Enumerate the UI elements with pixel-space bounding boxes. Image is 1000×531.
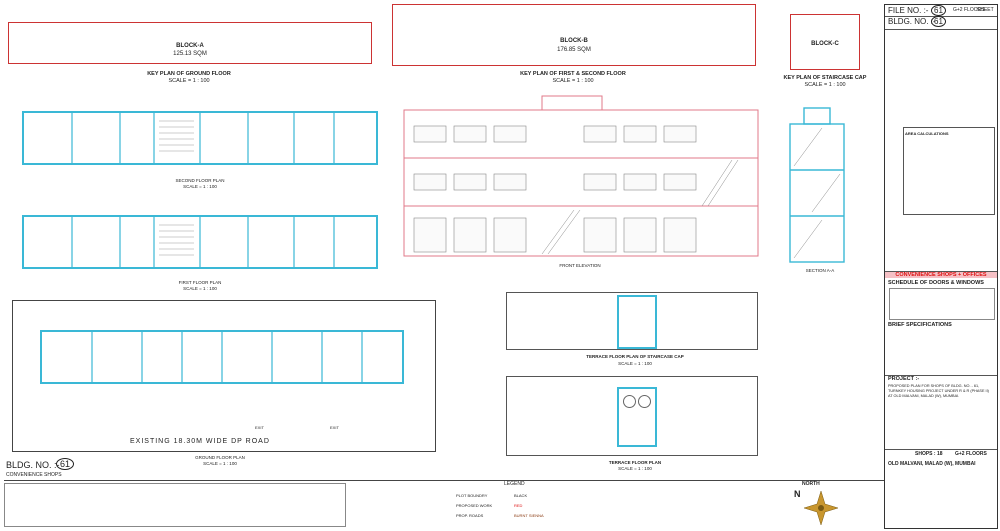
- ground-floor-plan: [40, 330, 404, 384]
- compass-icon: [804, 491, 838, 525]
- first-floor-title: FIRST FLOOR PLAN: [178, 280, 222, 285]
- exit-label-left: EXIT: [255, 425, 264, 430]
- shops-count: SHOPS : 18: [915, 451, 943, 457]
- terrace-plan: [506, 376, 758, 456]
- front-elevation-drawing: [403, 95, 759, 257]
- terrace-cap-stair: [617, 295, 657, 349]
- key-plan-first-second-floor: BLOCK-B 176.85 SQM: [392, 4, 756, 66]
- bldg-no-number: 61: [931, 16, 946, 27]
- file-number: 61: [931, 5, 946, 16]
- tank-circle-left: [623, 395, 636, 408]
- bldg-label-sub: CONVENIENCE SHOPS: [6, 472, 62, 478]
- tank-circle-right: [638, 395, 651, 408]
- bottom-strip: LEGEND PLOT BOUNDRY BLACK PROPOSED WORK …: [4, 480, 884, 528]
- schedule-table: [889, 288, 995, 320]
- key-plan-ground-area: 125.13 SQM: [173, 51, 207, 57]
- convenience-banner: CONVENIENCE SHOPS + OFFICES: [885, 272, 997, 278]
- section-drawing: [789, 107, 845, 263]
- key-plan-first-area: 176.85 SQM: [557, 47, 591, 53]
- schedule-title: SCHEDULE OF DOORS & WINDOWS: [888, 280, 984, 286]
- section-title: SECTION A-A: [805, 268, 835, 273]
- key-plan-stair-scale: SCALE = 1 : 100: [804, 82, 846, 88]
- brief-title: BRIEF SPECIFICATIONS: [888, 322, 952, 328]
- legend-plot-label: PLOT BOUNDRY: [456, 493, 488, 498]
- bldg-no-label: BLDG. NO. :-: [888, 17, 936, 26]
- bldg-label-number: 61: [56, 458, 75, 470]
- ground-floor-scale: SCALE = 1 : 100: [203, 461, 237, 466]
- first-floor-walls: [71, 217, 335, 267]
- ground-floor-title: GROUND FLOOR PLAN: [195, 455, 245, 460]
- key-plan-stair-title: KEY PLAN OF STAIRCASE CAP: [783, 75, 867, 81]
- revision-table: [4, 483, 346, 527]
- area-calc-title: AREA CALCULATIONS: [905, 131, 949, 136]
- terrace-scale: SCALE = 1 : 100: [618, 466, 652, 471]
- second-floor-title: SECOND FLOOR PLAN: [175, 178, 225, 183]
- legend-title: LEGEND: [504, 481, 525, 487]
- legend-work-value: RED: [514, 503, 523, 508]
- terrace-cap-title: TERRACE FLOOR PLAN OF STAIRCASE CAP: [586, 354, 684, 359]
- key-plan-stair-block: BLOCK-C: [811, 41, 839, 47]
- bldg-label-prefix: BLDG. NO. :-: [6, 460, 60, 470]
- terrace-cap-plan: [506, 292, 758, 350]
- key-plan-ground-scale: SCALE = 1 : 100: [168, 78, 210, 84]
- ground-floor-site: [12, 300, 436, 452]
- floors-label: G+2 FLOORS: [953, 7, 985, 13]
- front-elevation-title: FRONT ELEVATION: [559, 263, 601, 268]
- legend-road-value: BURNT SIENNA: [514, 513, 544, 518]
- terrace-title: TERRACE FLOOR PLAN: [608, 460, 662, 465]
- key-plan-ground-block: BLOCK-A: [176, 43, 204, 49]
- first-floor-scale: SCALE = 1 : 100: [183, 286, 217, 291]
- second-floor-scale: SCALE = 1 : 100: [183, 184, 217, 189]
- title-block: FILE NO. :- 61 G+2 FLOORS SHEET BLDG. NO…: [884, 4, 998, 529]
- second-floor-plan: [22, 111, 378, 165]
- terrace-cap-scale: SCALE = 1 : 100: [618, 361, 652, 366]
- legend-work-label: PROPOSED WORK: [456, 503, 493, 508]
- north-label: NORTH: [802, 481, 820, 487]
- key-plan-first-block: BLOCK-B: [560, 38, 588, 44]
- ground-floor-walls: [91, 332, 363, 382]
- north-n: N: [794, 489, 801, 499]
- file-label: FILE NO. :-: [888, 6, 929, 15]
- road-label: EXISTING 18.30M WIDE DP ROAD: [130, 438, 270, 445]
- location: OLD MALVANI, MALAD (W), MUMBAI: [888, 461, 976, 467]
- key-plan-ground-title: KEY PLAN OF GROUND FLOOR: [147, 71, 231, 77]
- terrace-tank: [617, 387, 657, 447]
- key-plan-staircase-cap: BLOCK-C: [790, 14, 860, 70]
- sheet-label: SHEET: [977, 7, 994, 13]
- second-floor-walls: [71, 113, 335, 163]
- key-plan-ground-floor: BLOCK-A 125.13 SQM: [8, 22, 372, 64]
- front-elevation: [402, 90, 760, 260]
- project-title: PROJECT :-: [888, 376, 920, 382]
- area-calc-table: [903, 127, 995, 215]
- exit-label-right: EXIT: [330, 425, 339, 430]
- project-text: PROPOSED PLAN FOR SHOPS OF BLDG. NO. - 6…: [888, 384, 989, 398]
- legend-plot-value: BLACK: [514, 493, 528, 498]
- section-a-a: [782, 104, 852, 264]
- key-plan-first-title: KEY PLAN OF FIRST & SECOND FLOOR: [520, 71, 626, 77]
- key-plan-first-scale: SCALE = 1 : 100: [552, 78, 594, 84]
- first-floor-plan: [22, 215, 378, 269]
- floors-count: G+2 FLOORS: [955, 451, 987, 457]
- legend-road-label: PROP. ROADS: [456, 513, 484, 518]
